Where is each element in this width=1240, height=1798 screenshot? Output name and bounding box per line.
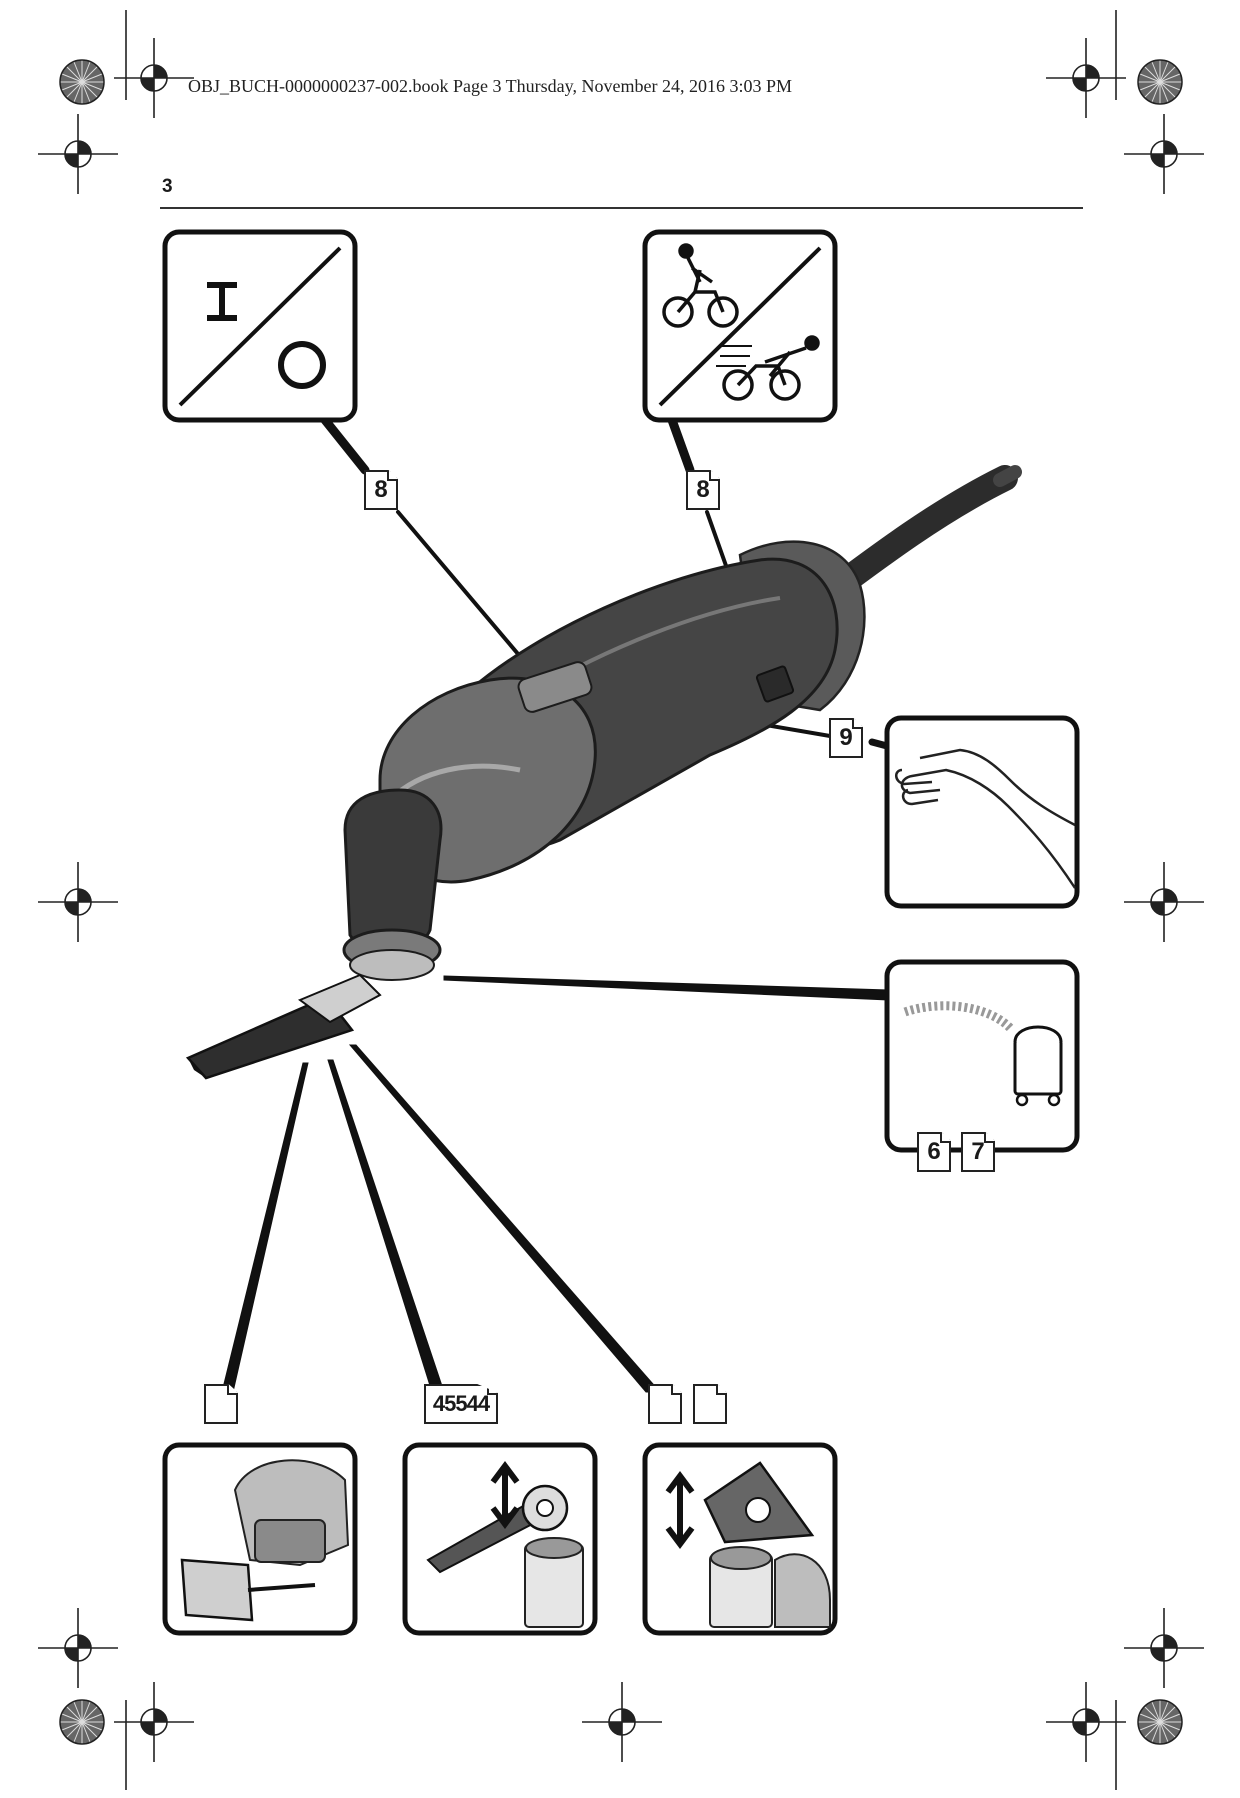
callout-depth-stop: [204, 1384, 238, 1424]
leader-lines: [221, 415, 891, 1393]
color-target-mark: [59, 59, 105, 105]
registration-marks: [37, 10, 1205, 1790]
callout-sanding-pad-a: [648, 1384, 682, 1424]
multi-tool-illustration: [185, 465, 1022, 1080]
cyclist-speed-icon: [662, 243, 820, 401]
print-header-line: OBJ_BUCH-0000000237-002.book Page 3 Thur…: [188, 76, 792, 96]
callout-speed-control: 8: [686, 470, 720, 510]
callout-dust-extraction-b: 7: [961, 1132, 995, 1172]
callout-blade-change: 45544: [424, 1384, 498, 1424]
color-target-mark: [59, 1699, 105, 1745]
color-target-mark: [1137, 1699, 1183, 1745]
on-off-switch-panel: [162, 229, 358, 423]
hand-grip-icon: [895, 748, 1077, 889]
sanding-pad-panel: [642, 1442, 838, 1636]
crosshair-mark: [37, 113, 119, 195]
grip-area-panel: [884, 715, 1080, 909]
crosshair-mark: [1123, 861, 1205, 943]
crosshair-mark: [1123, 113, 1205, 195]
header-rule: [160, 207, 1083, 209]
crosshair-mark: [581, 1681, 663, 1763]
blade-change-panel: [402, 1442, 598, 1636]
crosshair-mark: [37, 861, 119, 943]
callout-on-off-switch: 8: [364, 470, 398, 510]
on-off-switch-icon: [207, 282, 326, 389]
speed-control-panel: [642, 229, 838, 423]
vacuum-cleaner-icon: [903, 1001, 1063, 1107]
crosshair-mark: [1123, 1607, 1205, 1689]
depth-stop-panel: [162, 1442, 358, 1636]
crosshair-mark: [37, 1607, 119, 1689]
color-target-mark: [1137, 59, 1183, 105]
crosshair-mark: [1045, 37, 1127, 119]
callout-sanding-pad-b: [693, 1384, 727, 1424]
callout-grip-area: 9: [829, 718, 863, 758]
dust-extraction-panel: [884, 959, 1080, 1153]
crosshair-mark: [1045, 1681, 1127, 1763]
callout-dust-extraction-a: 6: [917, 1132, 951, 1172]
page-number: 3: [162, 176, 173, 197]
